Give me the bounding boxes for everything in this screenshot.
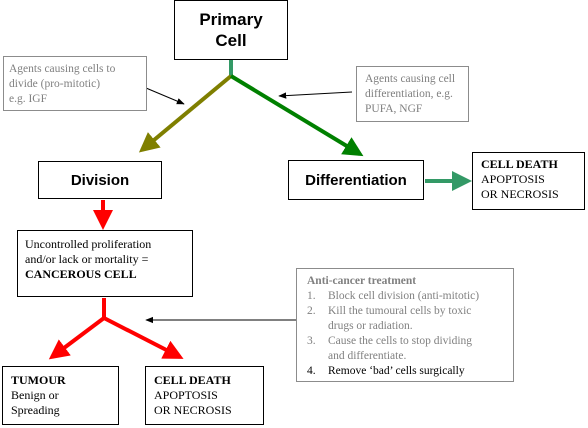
differentiation-box: Differentiation [288,160,424,200]
anti-cancer-item-3: 3. Cause the cells to stop dividing and … [307,334,513,364]
pro-mitotic-line3: e.g. IGF [9,93,48,105]
pro-mitotic-note-box: Agents causing cells to divide (pro-mito… [3,56,147,111]
differentiation-note-line1: Agents causing cell [365,73,456,85]
arrow-to-cell-death-bottom [103,316,184,359]
anti-cancer-item-1-line1: Block cell division (anti-mitotic) [328,290,480,302]
cell-death-bottom-line3: OR NECROSIS [154,403,232,417]
anti-cancer-item-3-line2: and differentiate. [328,350,407,362]
anti-cancer-item-3-num: 3. [307,335,316,347]
cell-death-top-line3: OR NECROSIS [481,187,559,201]
arrow-pro-mitotic [145,87,185,105]
differentiation-label: Differentiation [305,171,407,189]
anti-cancer-item-2-num: 2. [307,305,316,317]
arrow-to-tumour [48,316,106,360]
proliferation-box: Uncontrolled proliferation and/or lack o… [17,230,193,297]
tumour-line3: Spreading [11,403,60,417]
differentiation-note-line2: differentiation, e.g. [365,88,453,100]
anti-cancer-title: Anti-cancer treatment [307,275,417,287]
proliferation-line3: CANCEROUS CELL [25,267,137,281]
primary-cell-box: Primary Cell [174,0,288,60]
cell-death-bottom-box: CELL DEATH APOPTOSIS OR NECROSIS [145,366,264,425]
arrow-differentiation-agents [278,91,353,99]
tumour-box: TUMOUR Benign or Spreading [2,366,119,425]
anti-cancer-item-1: 1. Block cell division (anti-mitotic) [307,289,513,304]
cell-death-bottom-title: CELL DEATH [154,373,231,387]
cell-death-bottom-line2: APOPTOSIS [154,388,218,402]
arrow-to-differentiation [229,74,364,157]
pro-mitotic-line1: Agents causing cells to [9,63,116,75]
cell-death-top-title: CELL DEATH [481,157,558,171]
pro-mitotic-line2: divide (pro-mitotic) [9,78,101,90]
tumour-title: TUMOUR [11,373,66,387]
anti-cancer-item-4-line1: Remove ‘bad’ cells surgically [328,365,465,377]
arrow-to-division [138,74,233,153]
cell-death-top-line2: APOPTOSIS [481,172,545,186]
anti-cancer-item-2: 2. Kill the tumoural cells by toxic drug… [307,304,513,334]
anti-cancer-item-2-line1: Kill the tumoural cells by toxic [328,305,472,317]
primary-cell-line1: Primary [199,10,263,29]
primary-cell-line2: Cell [215,31,247,50]
anti-cancer-item-2-line2: drugs or radiation. [328,320,413,332]
differentiation-note-box: Agents causing cell differentiation, e.g… [356,66,469,122]
proliferation-line2: and/or lack or mortality = [25,252,149,266]
division-label: Division [70,171,130,189]
anti-cancer-item-1-num: 1. [307,290,316,302]
proliferation-line1: Uncontrolled proliferation [25,237,152,251]
differentiation-note-line3: PUFA, NGF [365,103,423,115]
anti-cancer-item-4: 4. Remove ‘bad’ cells surgically [307,364,513,379]
tumour-line2: Benign or [11,388,59,402]
anti-cancer-item-4-num: 4. [307,365,316,377]
cell-death-top-box: CELL DEATH APOPTOSIS OR NECROSIS [472,152,585,210]
division-box: Division [38,161,162,199]
anti-cancer-item-3-line1: Cause the cells to stop dividing [328,335,473,347]
anti-cancer-box: Anti-cancer treatment 1. Block cell divi… [296,268,514,382]
